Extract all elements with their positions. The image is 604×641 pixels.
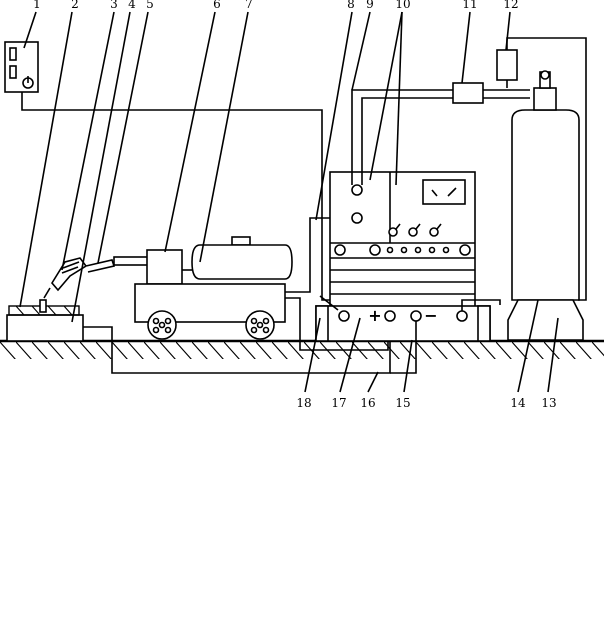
label-12: 12 (503, 0, 518, 11)
label-10: 10 (395, 0, 410, 11)
weld-bead (39, 299, 47, 313)
label-11: 11 (462, 0, 477, 11)
label-8: 8 (347, 0, 355, 11)
minus-sign: − (424, 306, 437, 325)
power-source (329, 171, 476, 313)
plus-sign: + (368, 306, 381, 325)
positive-terminal (384, 310, 396, 322)
control-knobs (388, 223, 442, 237)
label-2: 2 (71, 0, 79, 11)
torch-cable (113, 256, 149, 266)
label-1: 1 (33, 0, 41, 11)
label-7: 7 (245, 0, 253, 11)
cylinder-base (507, 299, 584, 341)
negative-terminal (410, 310, 422, 322)
gas-outlet (351, 212, 363, 224)
label-4: 4 (128, 0, 136, 11)
label-5: 5 (146, 0, 154, 11)
label-9: 9 (366, 0, 374, 11)
label-18: 18 (296, 396, 311, 410)
label-17: 17 (331, 396, 346, 410)
heater (496, 49, 518, 81)
leader-lines (19, 11, 559, 393)
output-panel: + − (315, 305, 491, 342)
gas-tank (191, 236, 293, 280)
welding-torch (43, 257, 116, 299)
work-table (6, 314, 84, 342)
wire-feeder (146, 249, 192, 285)
gas-hose (351, 89, 453, 185)
label-14: 14 (510, 396, 526, 410)
feeder-cart (134, 283, 286, 340)
gas-inlet (351, 184, 363, 196)
workpiece-assembly (6, 299, 84, 342)
label-15: 15 (395, 396, 410, 410)
work-lead (83, 318, 391, 374)
gas-cylinder (507, 70, 584, 341)
meter (422, 179, 466, 205)
number-labels: 1 2 3 4 5 6 7 8 9 10 11 12 18 17 16 15 1… (33, 0, 556, 410)
label-16: 16 (360, 396, 375, 410)
remote-control-box (4, 41, 39, 93)
label-13: 13 (541, 396, 556, 410)
flowmeter (452, 82, 484, 104)
negative-lead (390, 321, 417, 374)
label-6: 6 (213, 0, 221, 11)
label-3: 3 (110, 0, 118, 11)
